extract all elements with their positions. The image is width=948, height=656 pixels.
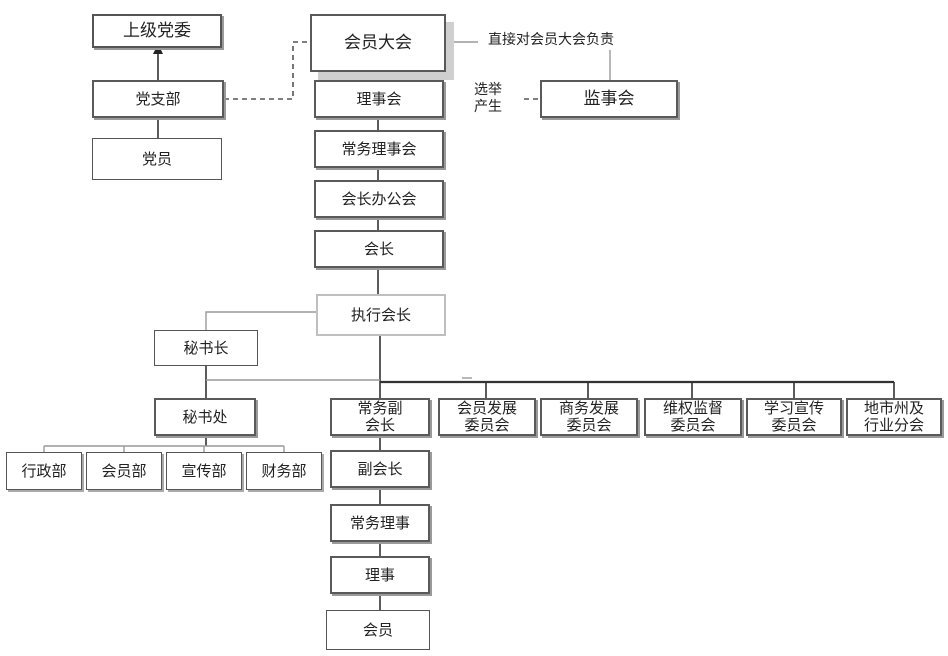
member-box: 会员 (326, 610, 430, 650)
exec-vice-president-box: 常务副 会长 (330, 398, 430, 436)
upper-party-committee-box: 上级党委 (92, 14, 222, 48)
party-member-box: 党员 (92, 138, 222, 180)
executive-president-box: 执行会长 (316, 294, 446, 336)
party-branch-box: 党支部 (92, 80, 224, 118)
rights-supervision-committee-box: 维权监督 委员会 (644, 398, 742, 436)
dashed-connector-party-assembly (224, 41, 314, 100)
election-note: 选举 产生 (474, 82, 502, 115)
admin-dept-box: 行政部 (6, 452, 82, 490)
membership-dept-box: 会员部 (86, 452, 162, 490)
standing-director-box: 常务理事 (330, 504, 430, 542)
regional-branch-committee-box: 地市州及 行业分会 (846, 398, 942, 436)
council-box: 理事会 (314, 80, 444, 118)
connector-executive-secgen (205, 311, 316, 330)
business-dev-committee-box: 商务发展 委员会 (540, 398, 638, 436)
vice-president-box: 副会长 (330, 450, 430, 488)
secretariat-box: 秘书处 (154, 398, 256, 436)
director-box: 理事 (330, 556, 430, 594)
member-dev-committee-box: 会员发展 委员会 (438, 398, 536, 436)
president-office-meeting-box: 会长办公会 (314, 180, 444, 218)
standing-council-box: 常务理事会 (314, 130, 444, 168)
supervisory-board-box: 监事会 (540, 80, 678, 118)
finance-dept-box: 财务部 (246, 452, 322, 490)
publicity-dept-box: 宣传部 (166, 452, 242, 490)
assembly-responsibility-note: 直接对会员大会负责 (488, 32, 614, 48)
secretary-general-box: 秘书长 (154, 330, 258, 366)
general-assembly-box: 会员大会 (310, 14, 446, 72)
president-box: 会长 (314, 230, 444, 268)
study-publicity-committee-box: 学习宣传 委员会 (746, 398, 842, 436)
arrow-up-icon (153, 44, 163, 54)
